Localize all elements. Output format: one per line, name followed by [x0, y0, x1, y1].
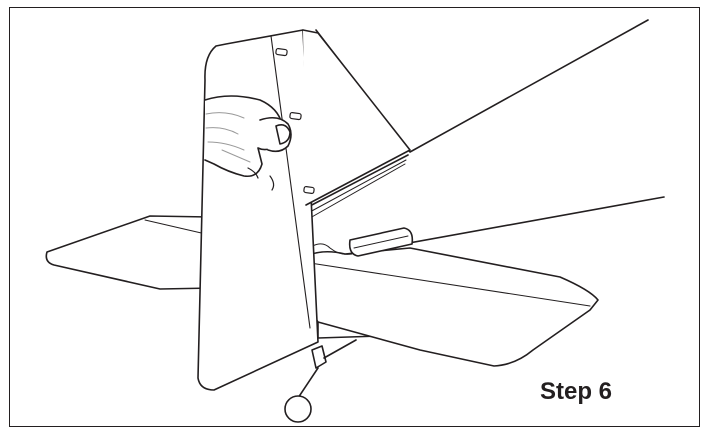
horizontal-stabilizer-right [302, 247, 599, 367]
control-horn [297, 339, 357, 399]
hinge-bottom [303, 185, 315, 195]
hinge-middle [289, 111, 302, 121]
hinge-top [275, 47, 288, 57]
hinges [275, 47, 315, 195]
hand [204, 95, 292, 191]
horizontal-stabilizer-left [45, 215, 215, 290]
callout-circle [284, 395, 312, 423]
rudder-hinge-line [270, 35, 311, 329]
step-label: Step 6 [540, 378, 613, 405]
